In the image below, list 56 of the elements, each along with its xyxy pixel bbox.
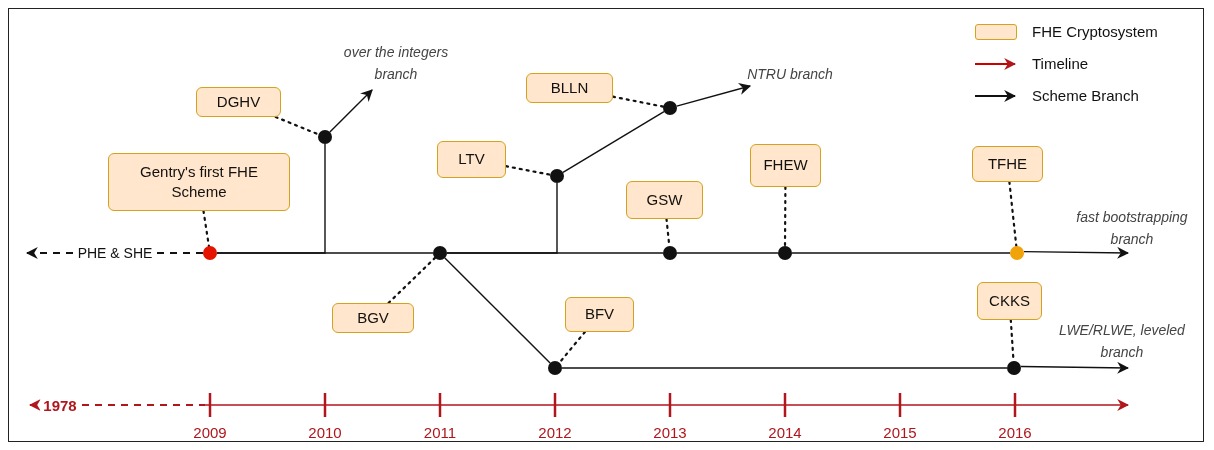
legend-label: Scheme Branch [1032,87,1139,104]
scheme-box: TFHE [972,146,1043,182]
arrow [676,83,752,107]
event-dot [550,169,564,183]
event-dot [778,246,792,260]
year-label: 2012 [538,423,572,441]
leader-line [783,185,787,248]
scheme-box: LTV [437,141,506,178]
event-dot [663,101,677,115]
branch-line [446,182,558,254]
event-dot [318,130,332,144]
event-dot [548,361,562,375]
event-dot [1007,361,1021,375]
branch-label: fast bootstrapping branch [1060,207,1204,253]
branch-line [216,143,326,254]
year-label: 2011 [423,423,457,441]
branch-line [791,252,1011,254]
scheme-box: Gentry's first FHE Scheme [108,153,290,211]
leader-line [202,209,210,248]
arrow [1023,246,1130,259]
scheme-box: BGV [332,303,414,333]
year-label: 2014 [768,423,802,441]
leader-line [1008,180,1018,248]
event-dot [203,246,217,260]
year-label: 2010 [308,423,342,441]
year-label: 2009 [193,423,227,441]
year-label: 2016 [998,423,1032,441]
leader-line [611,95,665,108]
year-label: 1978 [40,396,80,414]
edge-label: PHE & SHE [75,245,155,261]
scheme-box: GSW [626,181,703,219]
arrow [1020,361,1130,374]
legend-label: FHE Cryptosystem [1032,23,1158,40]
leader-line [558,330,586,364]
year-label: 2013 [653,423,687,441]
scheme-box: CKKS [977,282,1042,320]
scheme-box: BLLN [526,73,613,103]
year-label: 2015 [883,423,917,441]
branch-line [444,257,551,364]
branch-line [676,252,779,254]
legend-label: Timeline [1032,55,1089,72]
branch-label: over the integers branch [326,42,466,90]
arrow [329,89,373,133]
event-dot [1010,246,1024,260]
event-dot [433,246,447,260]
branch-label: NTRU branch [730,64,850,86]
branch-line [561,367,1008,369]
leader-line [387,256,437,305]
leader-line [274,115,320,136]
event-dot [663,246,677,260]
scheme-box: FHEW [750,144,821,187]
scheme-box: BFV [565,297,634,332]
branch-line [562,110,665,174]
leader-line [504,165,552,176]
scheme-box: DGHV [196,87,281,117]
branch-label: LWE/RLWE, leveled branch [1050,320,1194,368]
